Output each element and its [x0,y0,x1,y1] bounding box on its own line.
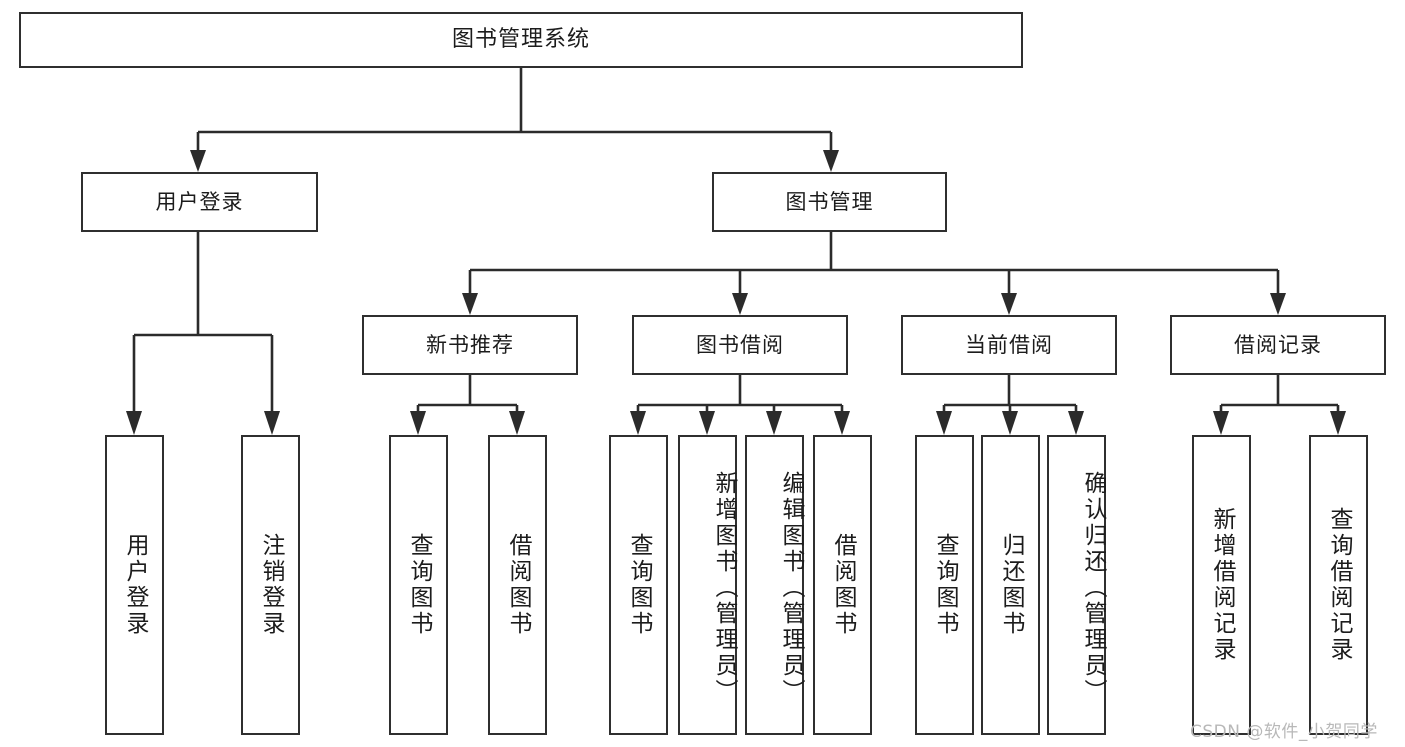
node-label: 图书借阅 [696,332,784,357]
arrowhead-leaf-logout [264,411,280,435]
node-label: 用户登录 [122,533,148,637]
node-label: 查询借阅记录 [1326,507,1352,663]
leaf-query-book-cb[interactable]: 查询图书 [915,435,974,735]
leaf-borrow-book-bb[interactable]: 借阅图书 [813,435,872,735]
node-label: 新增图书（管理员） [711,471,737,705]
arrowhead-current-borrow [1001,293,1017,315]
node-label: 注销登录 [258,533,284,637]
node-label: 查询图书 [406,533,432,637]
node-label: 编辑图书（管理员） [778,471,804,705]
leaf-return-book[interactable]: 归还图书 [981,435,1040,735]
node-label: 查询图书 [932,533,958,637]
node-user-login[interactable]: 用户登录 [81,172,318,232]
arrowhead-leaf-user-login [126,411,142,435]
node-book-borrow[interactable]: 图书借阅 [632,315,848,375]
csdn-watermark: CSDN @软件_小贺同学 [1190,722,1378,742]
node-book-management[interactable]: 图书管理 [712,172,947,232]
arrowhead-nb-leaf2 [509,411,525,435]
arrowhead-cb-leaf3 [1068,411,1084,435]
leaf-confirm-return-admin[interactable]: 确认归还（管理员） [1047,435,1106,735]
leaf-user-login[interactable]: 用户登录 [105,435,164,735]
arrowhead-cb-leaf2 [1002,411,1018,435]
node-borrow-record[interactable]: 借阅记录 [1170,315,1386,375]
node-label: 借阅记录 [1234,332,1322,357]
arrowhead-new-book-recommend [462,293,478,315]
node-label: 用户登录 [155,189,244,214]
leaf-query-borrow-record[interactable]: 查询借阅记录 [1309,435,1368,735]
arrowhead-bb-leaf1 [630,411,646,435]
arrowhead-borrow-record [1270,293,1286,315]
arrowhead-cb-leaf1 [936,411,952,435]
leaf-borrow-book-nb[interactable]: 借阅图书 [488,435,547,735]
leaf-logout[interactable]: 注销登录 [241,435,300,735]
node-label: 图书管理系统 [451,27,590,52]
arrowhead-bb-leaf4 [834,411,850,435]
arrowhead-br-leaf2 [1330,411,1346,435]
arrowhead-user-login [190,150,206,172]
leaf-edit-book-admin[interactable]: 编辑图书（管理员） [745,435,804,735]
node-label: 图书管理 [785,189,874,214]
leaf-query-book-nb[interactable]: 查询图书 [389,435,448,735]
arrowhead-bb-leaf2 [699,411,715,435]
arrowhead-book-manage [823,150,839,172]
node-label: 借阅图书 [830,533,856,637]
arrowhead-bb-leaf3 [766,411,782,435]
node-label: 当前借阅 [965,332,1053,357]
node-label: 新书推荐 [426,332,514,357]
leaf-add-borrow-record[interactable]: 新增借阅记录 [1192,435,1251,735]
node-label: 查询图书 [626,533,652,637]
node-current-borrow[interactable]: 当前借阅 [901,315,1117,375]
node-label: 借阅图书 [505,533,531,637]
arrowhead-book-borrow [732,293,748,315]
node-new-book-recommend[interactable]: 新书推荐 [362,315,578,375]
arrowhead-br-leaf1 [1213,411,1229,435]
node-label: 新增借阅记录 [1209,507,1235,663]
leaf-query-book-bb[interactable]: 查询图书 [609,435,668,735]
node-label: 归还图书 [998,533,1024,637]
arrowhead-nb-leaf1 [410,411,426,435]
leaf-add-book-admin[interactable]: 新增图书（管理员） [678,435,737,735]
node-root-book-management-system[interactable]: 图书管理系统 [19,12,1023,68]
node-label: 确认归还（管理员） [1080,471,1106,705]
